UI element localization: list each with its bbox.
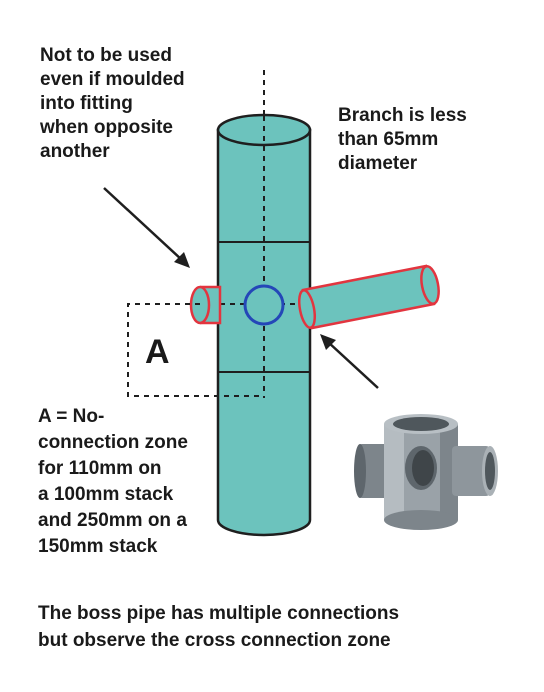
zone-note-label: A = No- connection zone for 110mm on a 1…: [38, 406, 188, 557]
boss-fitting-illustration: [354, 414, 498, 530]
branch-note-label: Branch is less than 65mm diameter: [338, 105, 467, 174]
top-note-label: Not to be used even if moulded into fitt…: [40, 45, 185, 162]
no-connection-zone-box: [127, 303, 264, 397]
branch-pipe: [301, 264, 436, 330]
zone-letter-label: A: [145, 333, 170, 371]
boss-circle: [243, 284, 285, 326]
caption: The boss pipe has multiple connections b…: [38, 603, 400, 651]
top-note-arrow: [103, 187, 183, 261]
branch-arrow: [327, 341, 379, 389]
stack-pipe: [216, 128, 312, 537]
